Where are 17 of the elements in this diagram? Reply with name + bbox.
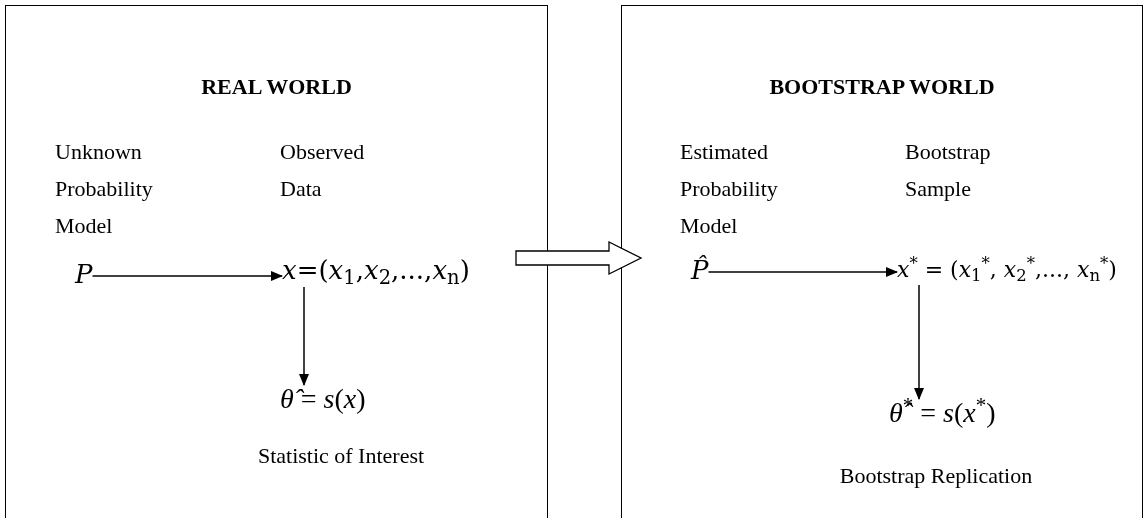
arrow [914,284,924,400]
caption-text: Statistic of Interest [257,442,425,470]
label-text: Bootstrap Sample [905,138,992,203]
label-text: Observed Data [280,138,366,203]
panel-title: BOOTSTRAP WORLD [769,73,995,101]
formula: x=(x$_{1}$,x$_{2}$,...,x$_{n}$) [282,257,470,283]
formula: P [75,261,93,287]
label-text: Estimated Probability Model [680,138,779,240]
panel-title: REAL WORLD [201,73,352,101]
block-arrow [515,240,643,276]
formula: P̂ [691,257,709,283]
arrow [299,286,309,386]
caption-text: Bootstrap Replication [839,462,1033,490]
arrow [91,271,283,281]
label-text: Unknown Probability Model [55,138,154,240]
formula: θ̂ = s(x) [280,385,366,413]
arrow [707,267,898,277]
